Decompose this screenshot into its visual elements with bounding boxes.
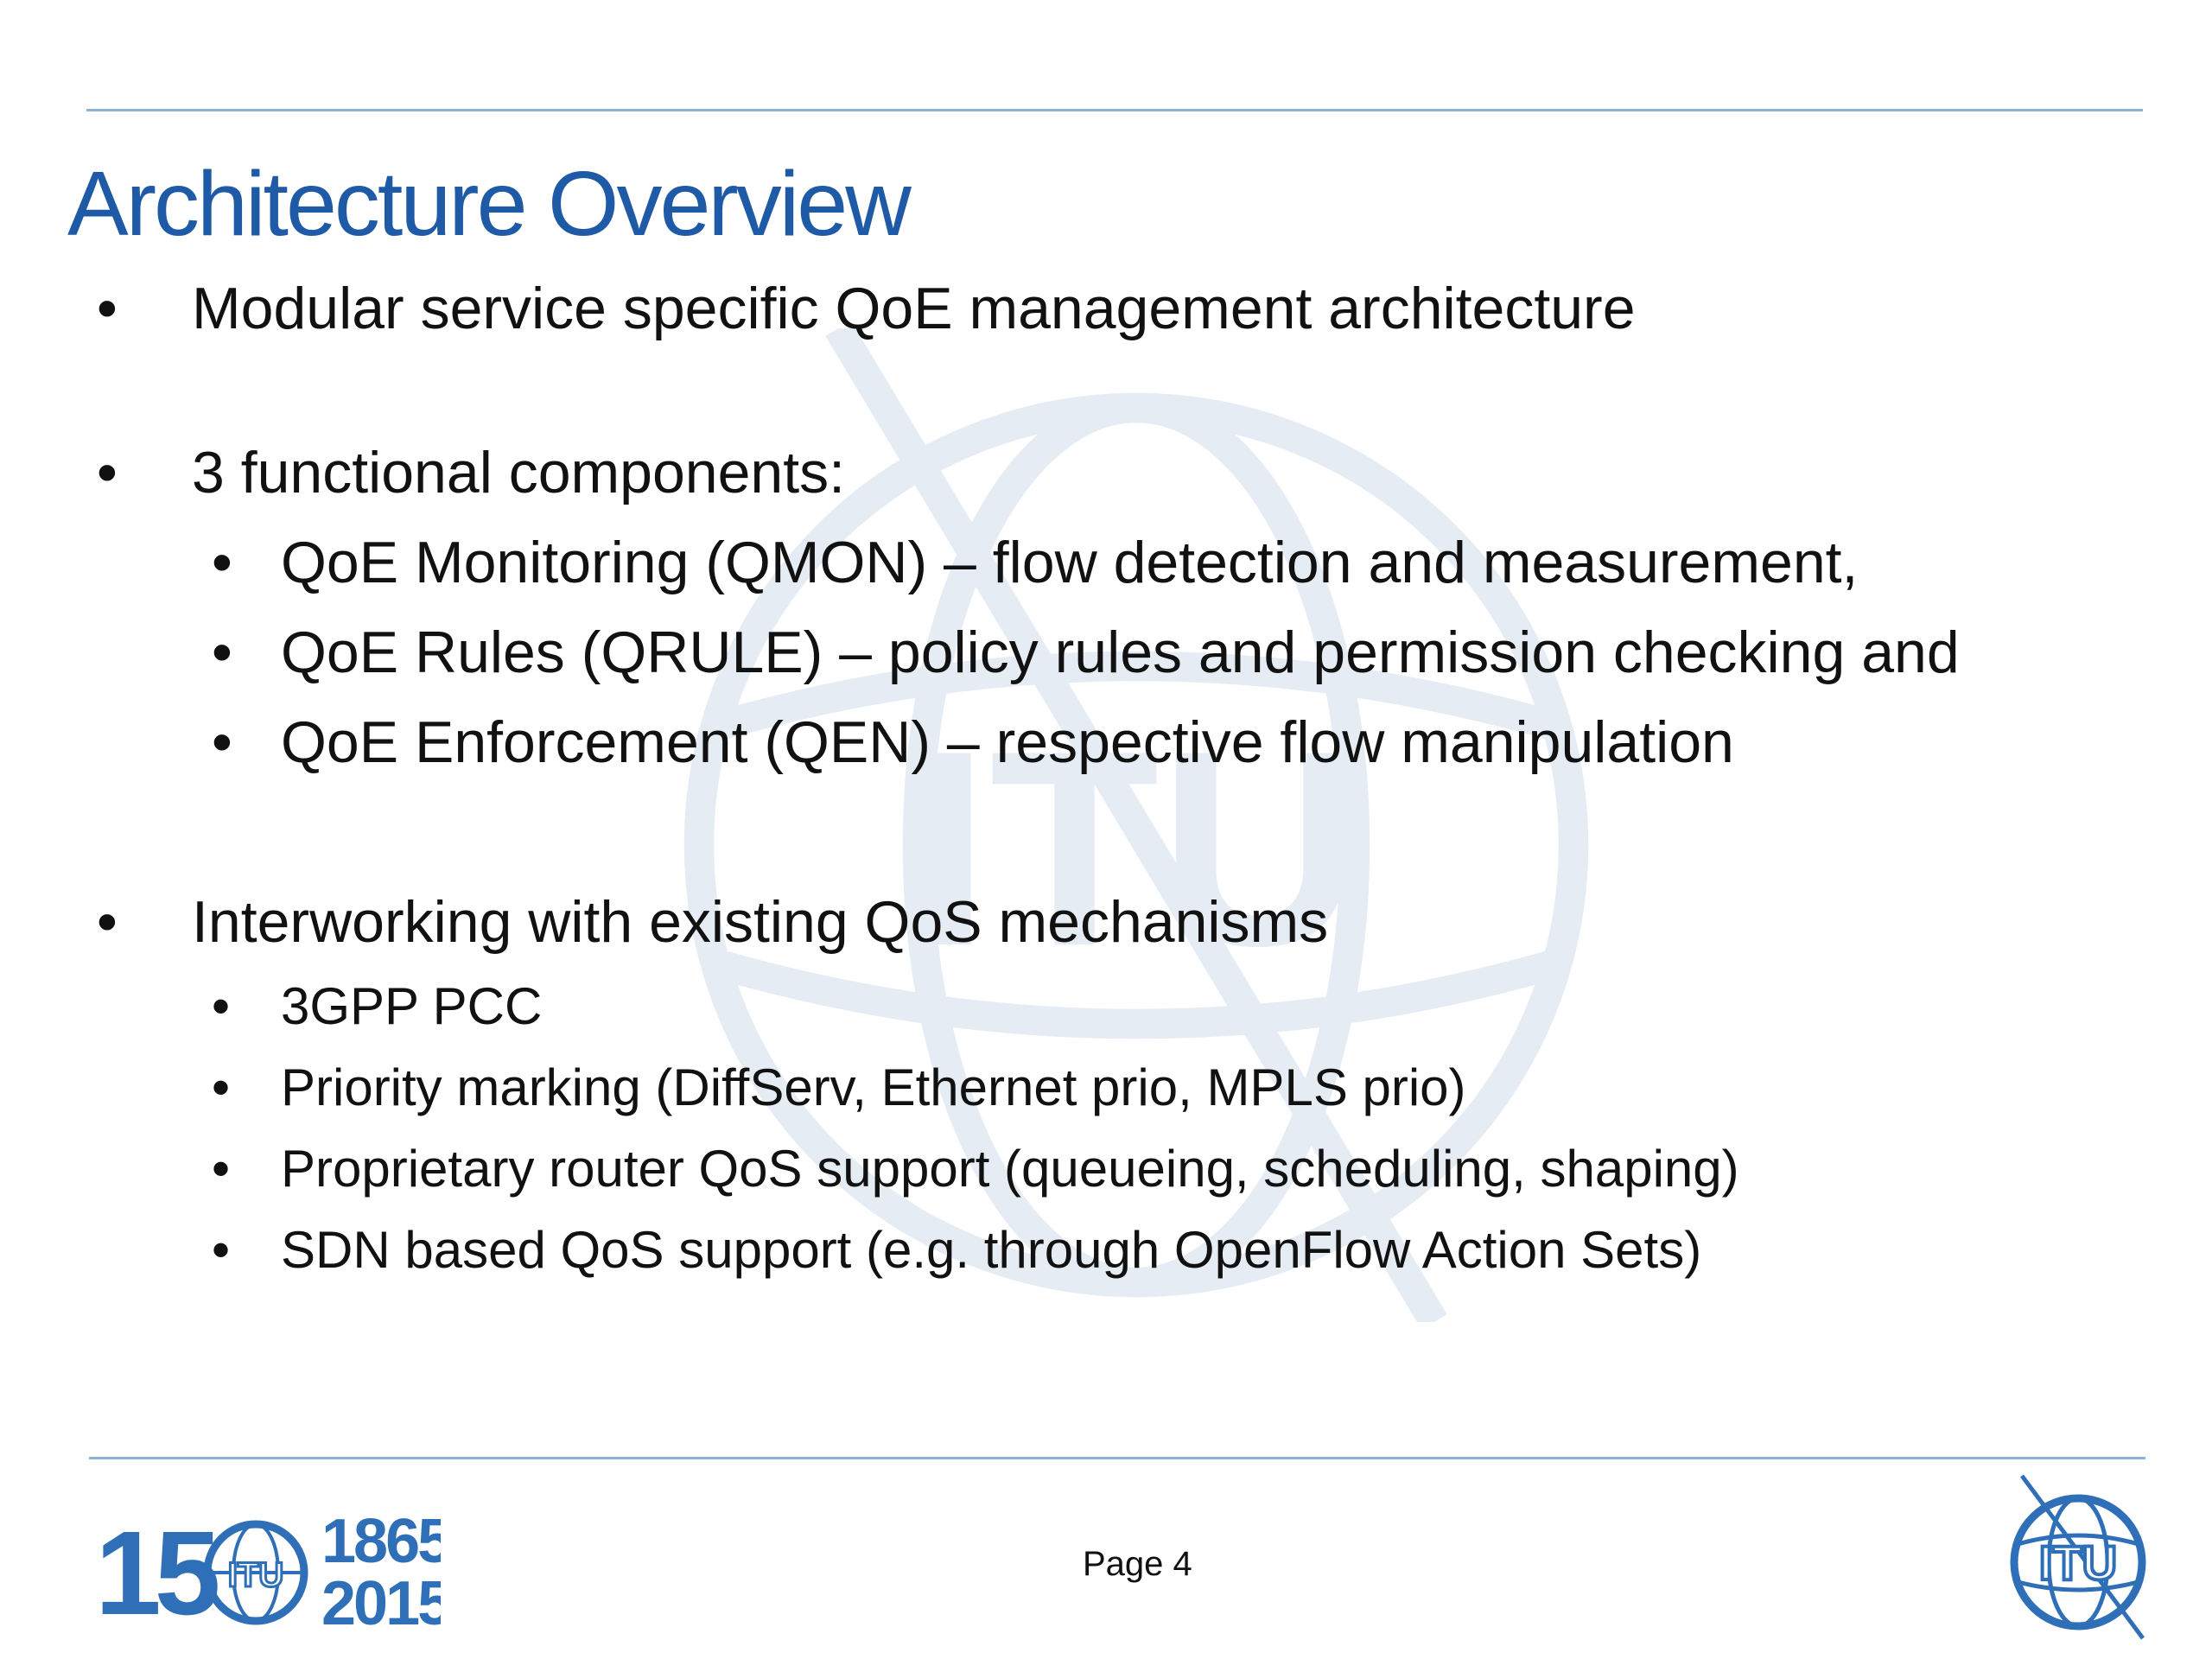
bullet-marker: • [97,276,118,341]
emblem-text: ITU [228,1556,283,1594]
sub-bullet: • Proprietary router QoS support (queuei… [212,1139,1739,1198]
year-end: 2015 [321,1569,441,1633]
sub-bullet: • 3GPP PCC [212,976,542,1036]
top-divider [86,109,2143,111]
sub-bullet-marker: • [212,620,232,685]
sub-bullet-text: Proprietary router QoS support (queueing… [281,1140,1739,1198]
itu-watermark-icon: ITU [683,328,1589,1322]
globe-emblem-icon: ITU [203,1520,308,1625]
sub-bullet-marker: • [212,977,231,1035]
logo-text: ITU [2039,1535,2117,1590]
sub-bullet-text: QoE Monitoring (QMON) – flow detection a… [281,530,1859,595]
bullet-2: • 3 functional components: [97,439,845,506]
sub-bullet: • QoE Rules (QRULE) – policy rules and p… [212,619,1960,686]
sub-bullet: • QoE Monitoring (QMON) – flow detection… [212,529,1858,596]
sub-bullet-text: QoE Enforcement (QEN) – respective flow … [281,709,1734,775]
bullet-text: Modular service specific QoE management … [192,276,1636,341]
bullet-marker: • [97,889,118,955]
bullet-1: • Modular service specific QoE managemen… [97,275,1636,342]
sub-bullet-text: SDN based QoS support (e.g. through Open… [281,1221,1702,1279]
sub-bullet-marker: • [212,1140,231,1198]
bottom-divider [89,1457,2145,1459]
itu-logo-icon: ITU [2010,1474,2146,1640]
bullet-text: Interworking with existing QoS mechanism… [192,889,1329,955]
sub-bullet-marker: • [212,530,232,595]
sub-bullet-marker: • [212,1058,231,1116]
year-start: 1865 [321,1507,441,1576]
page-number: Page 4 [1083,1545,1192,1583]
sub-bullet-marker: • [212,1221,231,1279]
sub-bullet-text: QoE Rules (QRULE) – policy rules and per… [281,620,1960,685]
bullet-text: 3 functional components: [192,440,846,505]
sub-bullet-text: 3GPP PCC [281,977,543,1035]
bullet-3: • Interworking with existing QoS mechani… [97,888,1328,956]
bullet-marker: • [97,440,118,505]
sub-bullet: • SDN based QoS support (e.g. through Op… [212,1220,1701,1280]
sub-bullet-marker: • [212,709,232,775]
sub-bullet-text: Priority marking (DiffServ, Ethernet pri… [281,1058,1466,1116]
anniversary-number: 15 [95,1507,218,1633]
sub-bullet: • Priority marking (DiffServ, Ethernet p… [212,1058,1466,1117]
watermark-text: ITU [912,694,1361,1004]
sub-bullet: • QoE Enforcement (QEN) – respective flo… [212,709,1734,776]
slide-title: Architecture Overview [67,153,912,255]
itu-150-logo: 15 ITU 1865 2015 [95,1507,441,1633]
